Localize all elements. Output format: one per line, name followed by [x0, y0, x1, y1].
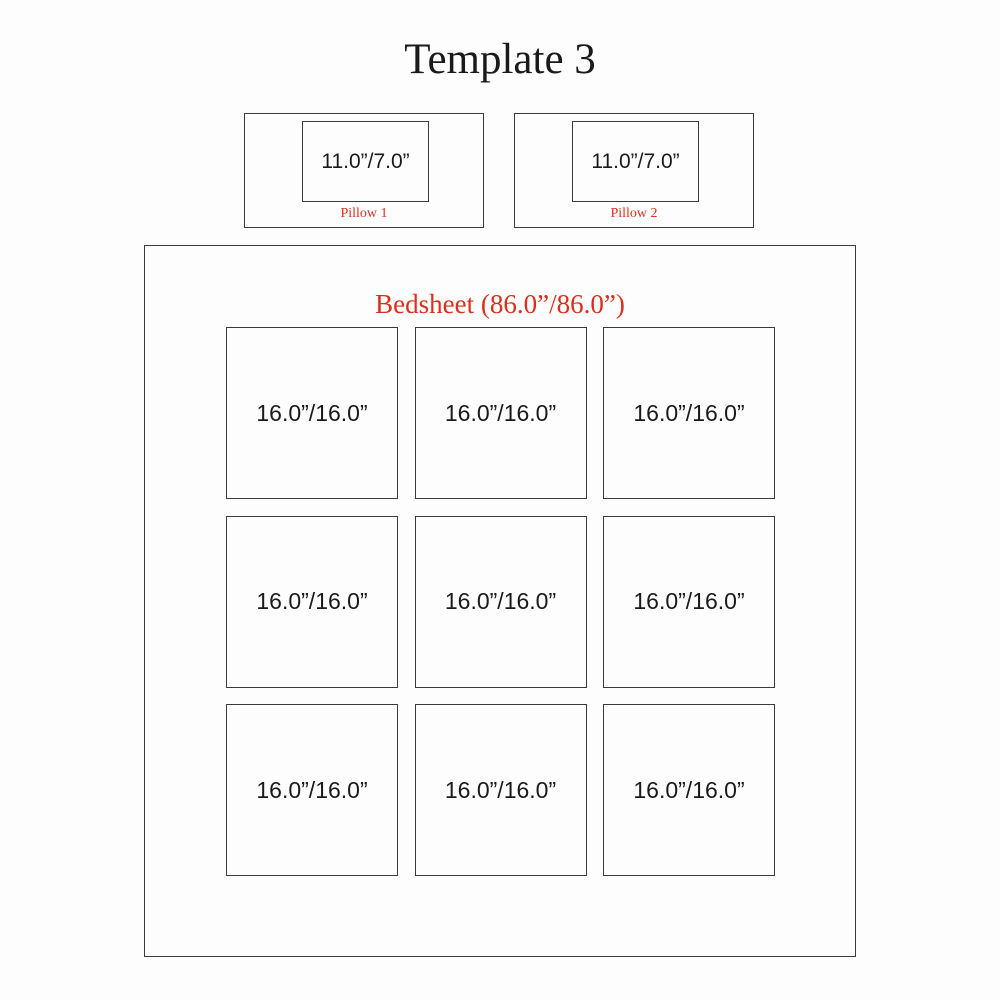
bedsheet-panel-8: 16.0”/16.0” [414, 704, 587, 876]
page-title: Template 3 [404, 36, 596, 83]
pillow-1-photo-area: 11.0”/7.0” [302, 121, 429, 202]
bedsheet-panel-4: 16.0”/16.0” [226, 515, 398, 688]
pillow-1-template: 11.0”/7.0” Pillow 1 [244, 113, 484, 228]
bedsheet-panel-3: 16.0”/16.0” [603, 327, 775, 499]
bedsheet-panel-7: 16.0”/16.0” [226, 704, 398, 876]
bedsheet-panel-9: 16.0”/16.0” [603, 704, 775, 876]
bedsheet-panel-2: 16.0”/16.0” [414, 327, 587, 499]
bedsheet-label: Bedsheet (86.0”/86.0”) [375, 289, 625, 319]
bedsheet-panel-6: 16.0”/16.0” [603, 515, 775, 688]
bedsheet-panel-5: 16.0”/16.0” [414, 515, 587, 688]
bedsheet-panel-grid: 16.0”/16.0” 16.0”/16.0” 16.0”/16.0” 16.0… [226, 327, 775, 876]
pillow-1-label: Pillow 1 [340, 206, 388, 221]
pillow-2-template: 11.0”/7.0” Pillow 2 [514, 113, 754, 228]
bedsheet-template: Bedsheet (86.0”/86.0”) 16.0”/16.0” 16.0”… [144, 245, 856, 957]
pillow-2-label: Pillow 2 [610, 206, 658, 221]
bedsheet-panel-1: 16.0”/16.0” [226, 327, 398, 499]
pillow-2-photo-area: 11.0”/7.0” [572, 121, 699, 202]
